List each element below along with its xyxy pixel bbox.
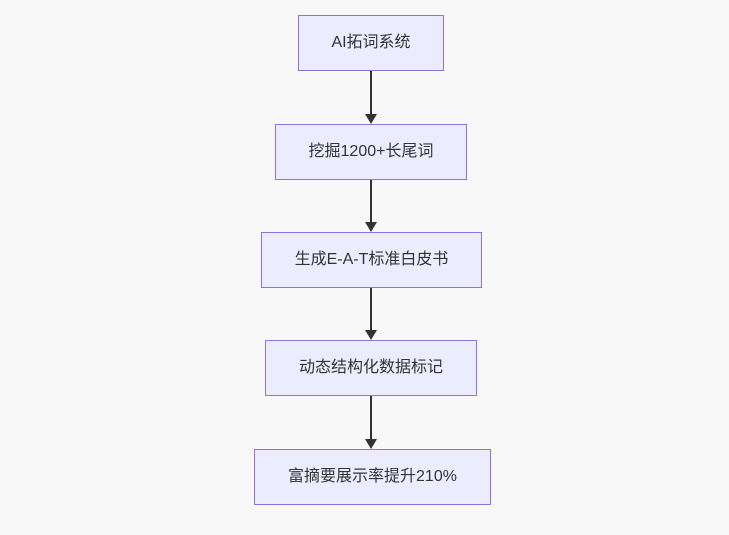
arrow-line: [370, 180, 372, 222]
node-label: 挖掘1200+长尾词: [308, 143, 434, 161]
arrow-line: [370, 71, 372, 114]
arrowhead-down-icon: [365, 222, 377, 232]
arrow-line: [370, 288, 372, 330]
flowchart-node-structured-data-markup: 动态结构化数据标记: [265, 340, 477, 396]
arrow-line: [370, 396, 372, 439]
flowchart-node-eat-whitepaper: 生成E-A-T标准白皮书: [261, 232, 482, 288]
node-label: 动态结构化数据标记: [298, 359, 443, 377]
node-label: 生成E-A-T标准白皮书: [294, 251, 449, 269]
arrowhead-down-icon: [365, 114, 377, 124]
flowchart-node-rich-snippet-rate: 富摘要展示率提升210%: [254, 449, 491, 505]
arrowhead-down-icon: [365, 330, 377, 340]
flowchart-node-longtail-mining: 挖掘1200+长尾词: [275, 124, 467, 180]
node-label: 富摘要展示率提升210%: [288, 468, 457, 486]
flowchart-node-ai-keyword-system: AI拓词系统: [298, 15, 444, 71]
node-label: AI拓词系统: [331, 34, 411, 52]
arrowhead-down-icon: [365, 439, 377, 449]
